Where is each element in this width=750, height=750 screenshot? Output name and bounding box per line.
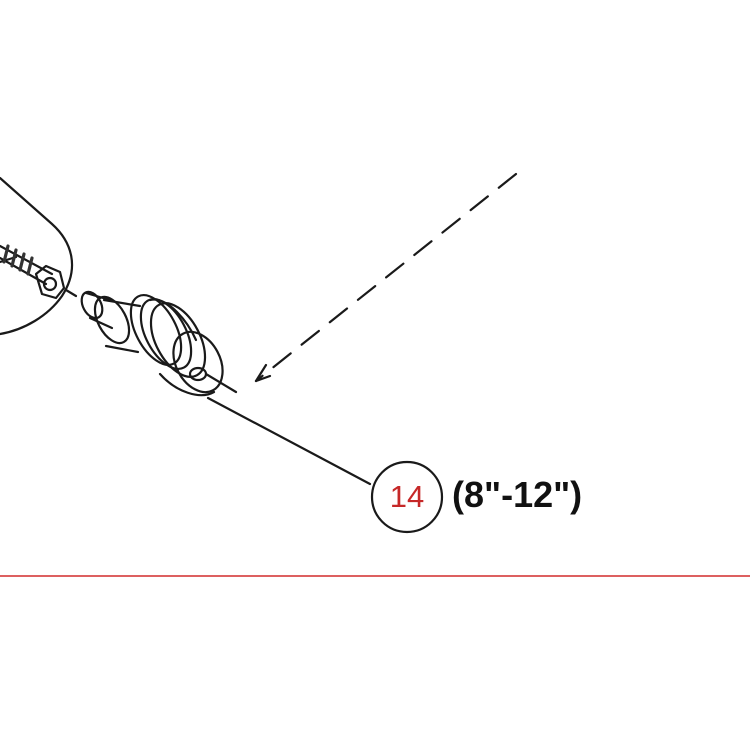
caster-wheel-hub	[80, 290, 238, 397]
housing-body	[0, 176, 74, 336]
leader-line	[206, 396, 372, 486]
threaded-stud	[0, 244, 54, 286]
hex-nut	[34, 264, 66, 300]
axle-gap-line	[64, 288, 78, 298]
assembly-arrowhead	[254, 363, 272, 383]
assembly-dashed-line	[254, 172, 518, 383]
callout-circle	[370, 460, 444, 534]
callout-number: 14	[389, 479, 425, 514]
callout-size-range: (8"-12")	[452, 474, 583, 515]
